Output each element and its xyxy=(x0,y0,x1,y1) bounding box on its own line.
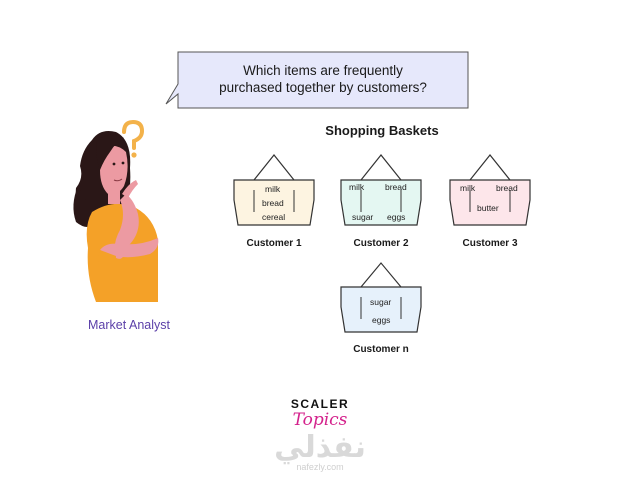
basket-item: cereal xyxy=(262,212,286,222)
basket-item: bread xyxy=(385,182,407,192)
watermark-url: nafezly.com xyxy=(296,462,344,472)
customer-label: Customer 3 xyxy=(462,238,518,249)
basket-item: sugar xyxy=(370,297,392,307)
basket-icon xyxy=(340,154,422,226)
question-mark-icon xyxy=(122,119,145,158)
customer-label: Customer 2 xyxy=(353,238,409,249)
customer-label: Customer n xyxy=(353,344,409,355)
basket-item: bread xyxy=(496,183,518,193)
basket-icon xyxy=(340,262,422,333)
basket-item: milk xyxy=(349,182,365,192)
analyst-label: Market Analyst xyxy=(88,318,170,332)
basket-icon xyxy=(233,154,315,226)
question-text: Which items are frequently purchased tog… xyxy=(219,63,427,95)
watermark-text: نفذلي xyxy=(274,431,366,464)
scaler-logo: SCALER xyxy=(290,397,350,411)
customer-label: Customer 1 xyxy=(246,238,302,249)
baskets-title: Shopping Baskets xyxy=(325,123,439,138)
basket-item: milk xyxy=(265,184,281,194)
basket-item: sugar xyxy=(352,212,374,222)
basket-item: butter xyxy=(477,203,499,213)
basket-item: bread xyxy=(262,198,284,208)
basket-icon xyxy=(449,154,531,226)
basket-item: milk xyxy=(460,183,476,193)
basket-item: eggs xyxy=(372,315,391,325)
basket-item: eggs xyxy=(387,212,406,222)
topics-logo: Topics xyxy=(292,410,348,430)
